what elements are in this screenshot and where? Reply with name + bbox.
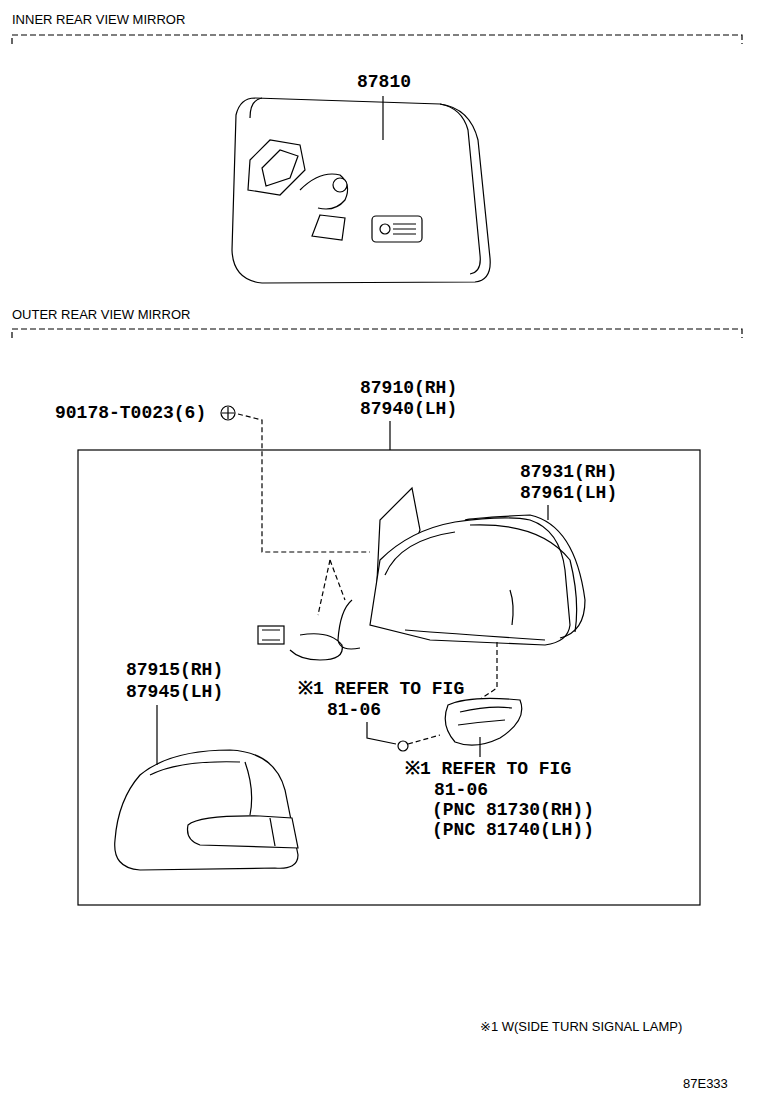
leader-line [547,505,548,520]
part-number: 87931(RH) [520,462,617,483]
side-lamp [445,698,522,757]
part-number: 87810 [357,72,411,93]
section-heading: OUTER REAR VIEW MIRROR [12,307,190,323]
reference-note: (PNC 81730(RH)) [432,800,594,821]
mirror-cover [115,705,298,870]
footnote: ※1 W(SIDE TURN SIGNAL LAMP) [480,1019,682,1035]
leader-line [382,96,383,140]
part-number: 87910(RH) [360,378,457,399]
screw [367,722,440,751]
part-number: 87940(LH) [360,399,457,420]
figure-code: 87E333 [683,1076,728,1092]
part-number: 87915(RH) [126,660,223,681]
part-number: 87945(LH) [126,682,223,703]
section-bracket [12,35,742,44]
part-number: 90178-T0023(6) [55,403,206,424]
section-heading: INNER REAR VIEW MIRROR [12,12,185,28]
leader-line [389,421,390,450]
reference-note: ※1 REFER TO FIG 81-06 [298,679,477,721]
inner-mirror [232,96,490,283]
part-number: 87961(LH) [520,483,617,504]
leader-line [479,737,480,757]
bolt [221,406,370,615]
assembly-frame [78,450,700,905]
section-bracket [12,329,742,338]
reference-note: (PNC 81740(LH)) [432,820,594,841]
outer-mirror [258,488,585,706]
reference-note: ※1 REFER TO FIG 81-06 [405,759,584,801]
leader-line [156,705,157,765]
